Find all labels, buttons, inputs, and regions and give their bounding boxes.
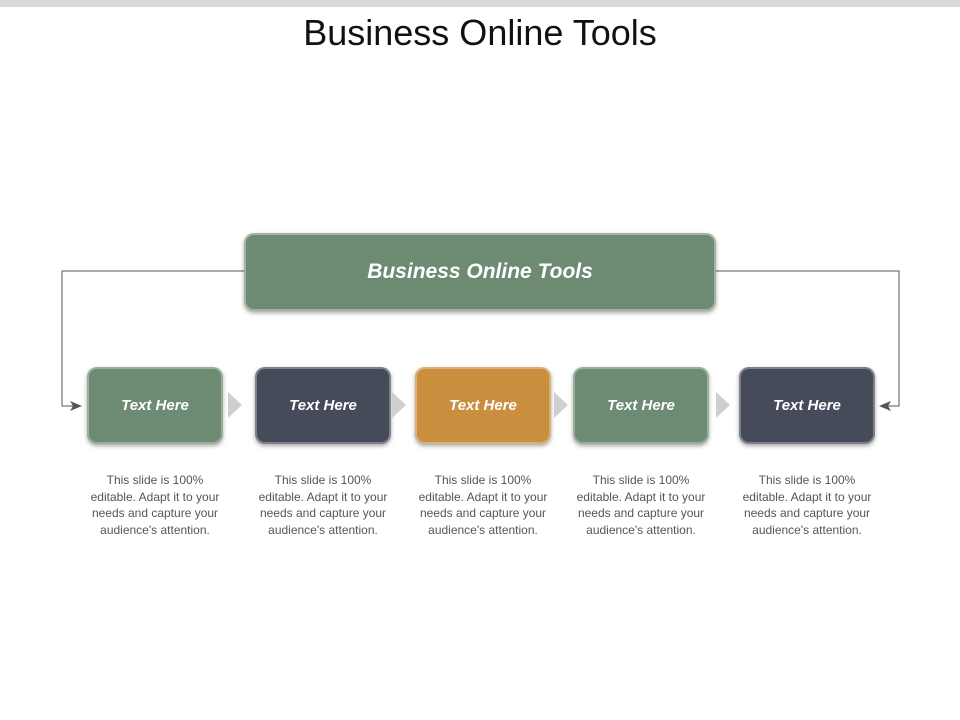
step-label-4: Text Here — [607, 397, 675, 414]
slide-title: Business Online Tools — [303, 12, 657, 53]
chevron-right-icon — [228, 392, 242, 418]
step-box-4: Text Here — [573, 367, 709, 444]
step-label-5: Text Here — [773, 397, 841, 414]
step-label-1: Text Here — [121, 397, 189, 414]
chevron-right-icon — [716, 392, 730, 418]
right-connector — [716, 270, 900, 407]
step-label-3: Text Here — [449, 397, 517, 414]
step-box-2: Text Here — [255, 367, 391, 444]
step-description-2: This slide is 100% editable. Adapt it to… — [258, 473, 388, 537]
main-title-box: Business Online Tools — [244, 233, 716, 311]
main-title-label: Business Online Tools — [367, 260, 593, 283]
step-description-5: This slide is 100% editable. Adapt it to… — [742, 473, 872, 537]
right-arrowhead — [879, 401, 891, 411]
step-label-2: Text Here — [289, 397, 357, 414]
left-arrowhead — [70, 401, 82, 411]
step-box-5: Text Here — [739, 367, 875, 444]
left-connector — [61, 270, 244, 407]
top-accent-bar — [0, 0, 960, 7]
step-description-3: This slide is 100% editable. Adapt it to… — [418, 473, 548, 537]
step-box-3: Text Here — [415, 367, 551, 444]
step-box-1: Text Here — [87, 367, 223, 444]
chevron-right-icon — [392, 392, 406, 418]
step-description-1: This slide is 100% editable. Adapt it to… — [90, 473, 220, 537]
chevron-right-icon — [554, 392, 568, 418]
step-description-4: This slide is 100% editable. Adapt it to… — [576, 473, 706, 537]
